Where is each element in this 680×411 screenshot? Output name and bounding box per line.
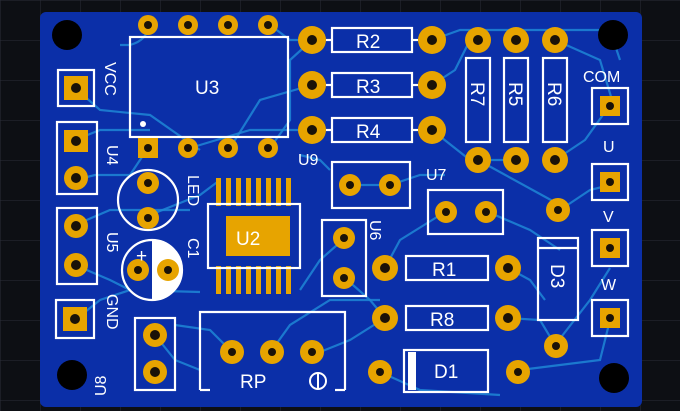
u5-label: U5	[103, 232, 120, 253]
component-c1: + C1	[120, 238, 201, 302]
component-u7: U7	[426, 167, 505, 236]
r4-label: R4	[356, 122, 381, 143]
gnd-label: GND	[103, 294, 120, 330]
u2-thermal-pad	[226, 216, 290, 256]
r7-outline	[464, 56, 492, 144]
u7-label: U7	[426, 167, 447, 184]
w-label: W	[601, 277, 617, 294]
u3-label: U3	[195, 78, 219, 99]
d1-label: D1	[434, 362, 458, 383]
r7-label: R7	[466, 82, 487, 106]
component-r1: R1	[372, 254, 521, 282]
vcc-label: VCC	[101, 62, 118, 96]
r3-outline	[330, 71, 414, 99]
u-label: U	[603, 139, 615, 156]
v-label: V	[603, 209, 614, 226]
u3-pin1-marker	[140, 121, 146, 127]
mounting-hole-top-right	[598, 20, 628, 50]
component-r8: R8	[372, 304, 521, 332]
rp-label: RP	[240, 372, 266, 393]
component-rp: RP	[198, 310, 347, 393]
r5-label: R5	[504, 82, 525, 106]
component-u5: U5	[55, 206, 120, 286]
mounting-hole-bottom-left	[57, 360, 87, 390]
r4-outline	[330, 116, 414, 144]
component-r7: R7	[464, 27, 492, 173]
u4-label: U4	[103, 145, 120, 166]
mounting-hole-bottom-right	[599, 363, 629, 393]
component-d1: D1	[368, 348, 530, 394]
r6-outline	[541, 56, 569, 144]
u3-pads	[138, 15, 278, 158]
component-r4: R4	[298, 116, 446, 144]
connector-u: U	[590, 139, 630, 202]
connector-gnd: GND	[54, 294, 120, 340]
mounting-hole-top-left	[52, 20, 82, 50]
component-u3: U3	[128, 15, 290, 158]
connector-v: V	[590, 209, 630, 268]
r8-outline	[404, 304, 490, 332]
r8-label: R8	[430, 310, 454, 331]
d1-cathode-band	[408, 352, 416, 390]
r1-outline	[404, 254, 490, 282]
component-u8: U8	[93, 316, 177, 396]
component-u4: U4	[55, 120, 120, 196]
connector-vcc: VCC	[56, 62, 118, 108]
u3-outline	[128, 35, 290, 139]
mounting-holes	[52, 20, 629, 393]
component-r3: R3	[298, 71, 446, 99]
component-u6: U6	[320, 218, 383, 298]
u6-label: U6	[366, 220, 383, 241]
led-label: LED	[184, 175, 201, 206]
r3-label: R3	[356, 77, 380, 98]
u2-label: U2	[236, 229, 260, 250]
com-label: COM	[583, 69, 620, 86]
r1-label: R1	[432, 260, 456, 281]
component-u2: U2	[206, 178, 302, 294]
d3-label: D3	[546, 264, 567, 288]
u2-top-pins	[216, 178, 291, 206]
component-d3: D3	[536, 198, 580, 358]
r6-label: R6	[543, 82, 564, 106]
r5-outline	[502, 56, 530, 144]
component-r2: R2	[298, 26, 446, 54]
connector-com: COM	[583, 69, 630, 126]
component-led: LED	[116, 168, 201, 232]
r2-label: R2	[356, 32, 380, 53]
pcb-board	[40, 12, 642, 407]
u2-bottom-pins	[216, 266, 291, 294]
u9-label: U9	[298, 152, 319, 169]
u8-label: U8	[93, 375, 110, 396]
c1-plus-mark: +	[136, 246, 147, 267]
c1-label: C1	[184, 238, 201, 259]
component-r5: R5	[502, 27, 530, 173]
component-u9: U9	[298, 152, 412, 210]
r2-outline	[330, 26, 414, 54]
connector-w: W	[590, 277, 630, 338]
component-r6: R6	[541, 27, 569, 173]
